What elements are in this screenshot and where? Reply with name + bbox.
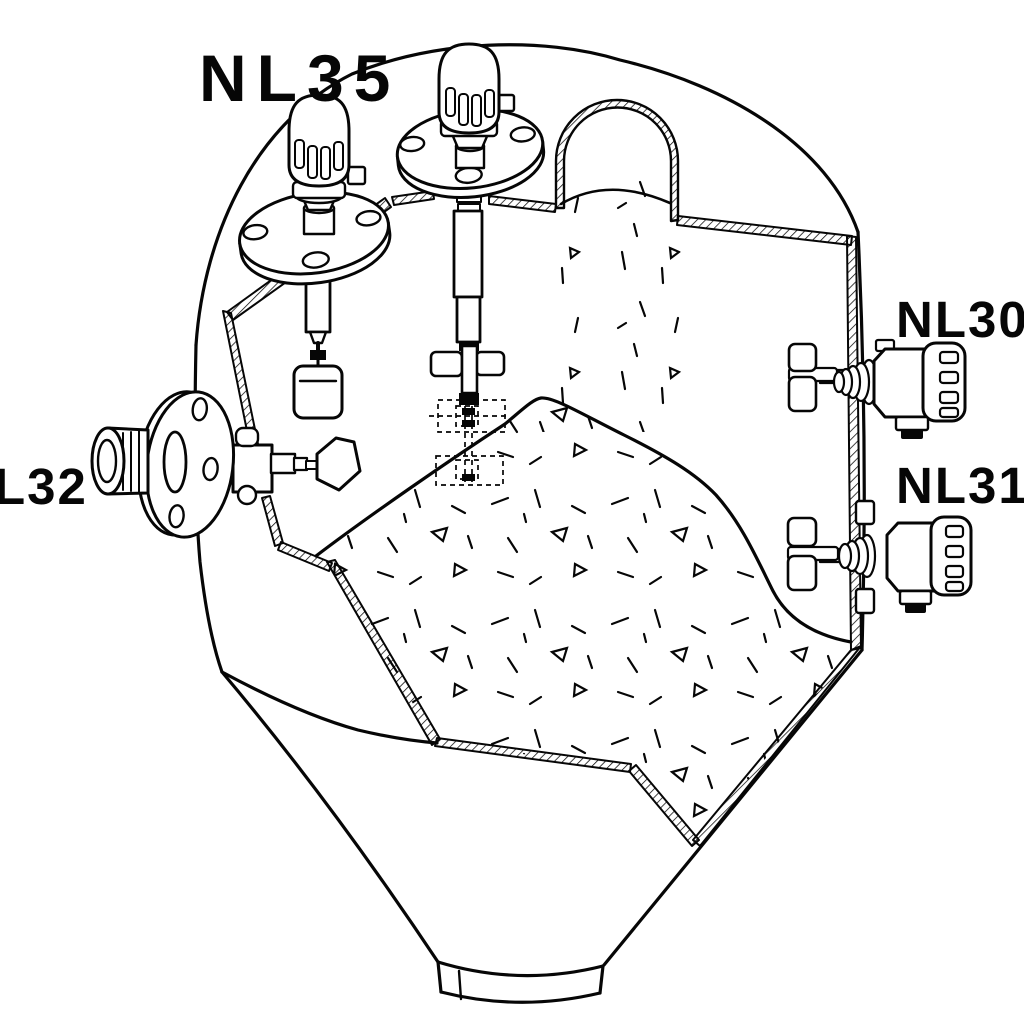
paddle-blade-lower: [786, 554, 818, 592]
gland-nut: [905, 603, 926, 613]
labels: NL35 NL30 NL31 L32: [0, 41, 1024, 515]
bolt-hole: [191, 397, 209, 422]
cut-band-left-cone: [326, 559, 441, 746]
mounting-flange-l32: [136, 390, 236, 539]
cut-band-left-mid: [261, 495, 284, 547]
block-lug-upper: [234, 426, 260, 448]
label-nl35: NL35: [199, 41, 400, 115]
hub-collar: [162, 430, 188, 494]
paddle-blade-upper: [787, 342, 818, 373]
paddle-blade-right: [474, 350, 506, 377]
sensor-head-center: [437, 42, 516, 170]
gland-nut: [901, 429, 923, 439]
probe-assembly: [292, 268, 344, 420]
cable-gland: [898, 589, 933, 606]
paddle-hub-post: [460, 344, 479, 395]
silo-right-cone-outline: [602, 648, 864, 967]
rotary-paddle-cross: [429, 344, 506, 405]
phantom-box-lower: [435, 455, 504, 486]
hub-end-inner: [96, 438, 118, 484]
material-pile: [314, 396, 856, 845]
paddle-blade-lower: [787, 375, 818, 413]
cap-slots: [938, 350, 960, 419]
paddle-blade-left: [429, 350, 464, 378]
top-sensor-center: [395, 42, 546, 405]
tube-upper: [452, 209, 484, 299]
outlet-spigot: [436, 960, 605, 1004]
side-sensor-nl31: [786, 499, 973, 615]
cut-band-top-center: [488, 195, 557, 213]
pile-surface: [314, 396, 853, 644]
cut-band-right-cone: [692, 645, 862, 847]
cut-band-bottom-right: [628, 764, 700, 847]
top-sensor-left: [238, 93, 392, 420]
block-lug-lower: [236, 484, 258, 506]
paddle-vane: [315, 436, 362, 492]
paddle-nut: [459, 393, 479, 405]
label-nl31: NL31: [896, 457, 1024, 514]
phantom-hub-lower: [455, 459, 479, 480]
housing-body: [872, 347, 929, 419]
cap-slots: [944, 524, 965, 593]
cone-front-rim: [220, 670, 439, 745]
probe-collar: [310, 350, 326, 360]
cut-band-left-lower: [277, 541, 333, 572]
paddle-blade-upper: [786, 516, 818, 548]
cap-ribs: [294, 139, 344, 180]
bolt-hole: [168, 504, 185, 529]
cap-ribs: [445, 87, 495, 127]
wall-bracket-lower: [854, 587, 876, 615]
bolt-hole: [301, 251, 330, 269]
inner-shaft: [269, 452, 297, 475]
bolt-hole: [202, 456, 219, 482]
wall-bushing-discs: [832, 358, 879, 406]
sensor-head-left: [287, 93, 367, 236]
label-nl30: NL30: [896, 291, 1024, 348]
side-sensor-nl30: [787, 338, 967, 439]
wall-block: [231, 443, 274, 494]
pile-grain-texture: [316, 397, 856, 845]
phantom-rod-collars: [462, 408, 475, 481]
cut-band-top-left2: [391, 190, 435, 206]
probe-taper: [308, 330, 328, 345]
phantom-hub-upper: [455, 405, 479, 427]
bolt-hole: [509, 126, 536, 143]
cut-band-top-right: [676, 215, 853, 246]
bolt-hole: [242, 223, 269, 241]
cable-gland: [894, 415, 930, 432]
bolt-hole: [399, 135, 426, 153]
extension-tube: [452, 185, 484, 351]
silo-left-cone-outline: [220, 670, 440, 964]
label-l32: L32: [0, 458, 88, 515]
side-sensor-l32: [90, 390, 362, 539]
ribbed-hub-cap: [90, 426, 150, 496]
clamp-tab: [346, 165, 367, 186]
phantom-paddle-positions: [429, 399, 509, 486]
wall-bracket-upper: [854, 499, 876, 526]
paddle-plate: [292, 364, 344, 420]
tube-lower: [455, 295, 482, 344]
bolt-hole: [355, 209, 382, 227]
wall-bushing-discs: [837, 533, 877, 579]
